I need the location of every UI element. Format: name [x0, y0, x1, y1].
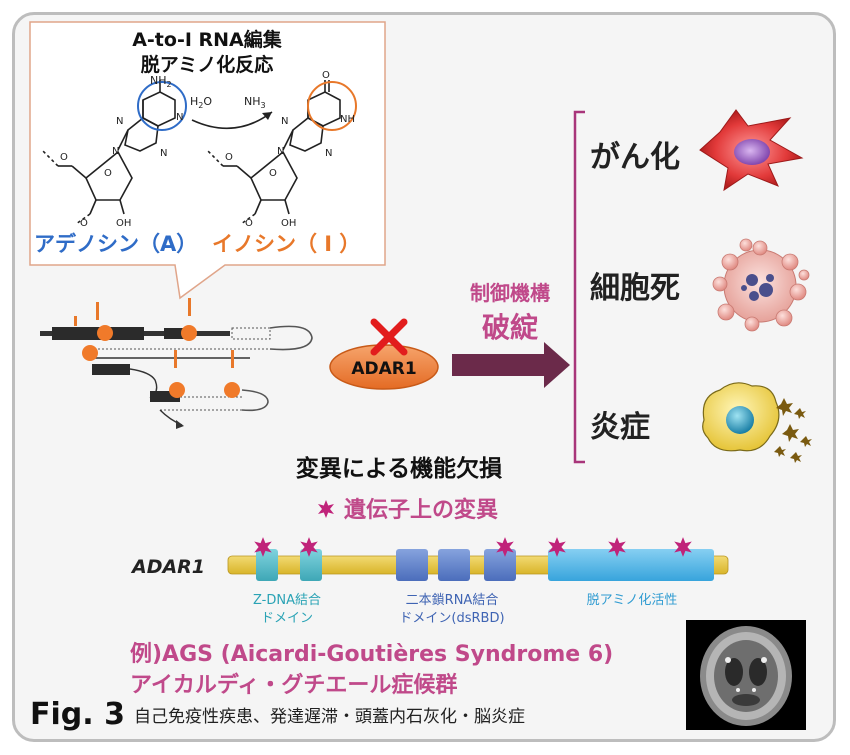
inosine-nh: NH [340, 114, 355, 125]
zdna-domain-2 [300, 549, 322, 581]
inosine-o5: O [225, 152, 233, 163]
outcome-cancer: がん化 [590, 140, 680, 175]
rna-diagram [40, 298, 313, 429]
adenosine-oh: OH [116, 218, 131, 229]
cross-mark-icon [370, 318, 408, 356]
gene-bar [227, 549, 729, 581]
adenosine-n5: N [160, 148, 167, 159]
adar1-label: ADAR1 [351, 359, 416, 379]
zdna-domain-label-1: Z-DNA結合 [253, 593, 321, 608]
mutation-legend-icon [318, 500, 334, 518]
cell-death-icon [712, 238, 810, 332]
adenosine-ring-o: O [104, 168, 112, 179]
ammonia-label: NH3 [244, 95, 266, 110]
adenosine-n6: N [176, 112, 183, 123]
inosine-o3: O [245, 218, 253, 229]
inset-title-line1: A-to-I RNA編集 [132, 28, 283, 51]
adenosine-nh2: NH2 [150, 74, 172, 89]
adenosine-o5: O [60, 152, 68, 163]
example-line2: アイカルディ・グチエール症候群 [130, 672, 457, 698]
inosine-n1: N [281, 116, 288, 127]
inosine-highlight-circle [307, 81, 357, 131]
deaminase-domain [548, 549, 714, 581]
brain-mri-image [686, 620, 806, 730]
inosine-o: O [322, 70, 330, 81]
fig-caption: 自己免疫性疾患、発達遅滞・頭蓋内石灰化・脳炎症 [134, 707, 525, 727]
outcome-cell-death: 細胞死 [590, 271, 680, 306]
inosine-ring-o: O [269, 168, 277, 179]
adenosine-n3: N [112, 146, 119, 157]
outcome-bracket [573, 110, 585, 464]
adenosine-structure [41, 80, 176, 225]
dsrbd-domain-1 [396, 549, 428, 581]
adenosine-o3: O [80, 218, 88, 229]
inosine-n3: N [277, 146, 284, 157]
zdna-domain-1 [256, 549, 278, 581]
cancer-cell-icon [699, 109, 804, 192]
breakdown-arrow [452, 342, 570, 388]
inosine-label: イノシン（ I ） [212, 232, 360, 256]
dsrbd-domain-3 [484, 549, 516, 581]
dsrbd-domain-label-1: 二本鎖RNA結合 [406, 592, 499, 608]
water-label: H2O [190, 95, 212, 110]
fig-label: Fig. 3 [30, 697, 125, 732]
adenosine-label: アデノシン（A） [34, 232, 197, 256]
inflammation-cell-icon [702, 382, 812, 463]
mutation-legend-label: 遺伝子上の変異 [344, 497, 498, 523]
inset-title-line2: 脱アミノ化反応 [141, 53, 274, 76]
mechanism-line2: 破綻 [482, 311, 539, 344]
inosine-oh: OH [281, 218, 296, 229]
reaction-arrow [191, 111, 273, 130]
example-line1: 例)AGS (Aicardi-Goutières Syndrome 6) [130, 642, 613, 667]
mechanism-line1: 制御機構 [470, 281, 550, 305]
dsrbd-domain-2 [438, 549, 470, 581]
zdna-domain-label-2: ドメイン [261, 611, 313, 626]
adenosine-n1: N [116, 116, 123, 127]
adenosine-highlight-circle [137, 81, 187, 131]
deaminase-domain-label: 脱アミノ化活性 [587, 593, 678, 608]
gene-name: ADAR1 [130, 556, 205, 578]
inosine-n5: N [325, 148, 332, 159]
loss-of-function-label: 変異による機能欠損 [296, 455, 502, 482]
inset-callout-box [29, 21, 386, 300]
dsrbd-domain-label-2: ドメイン(dsRBD) [399, 611, 504, 626]
outcome-inflammation: 炎症 [590, 410, 650, 445]
